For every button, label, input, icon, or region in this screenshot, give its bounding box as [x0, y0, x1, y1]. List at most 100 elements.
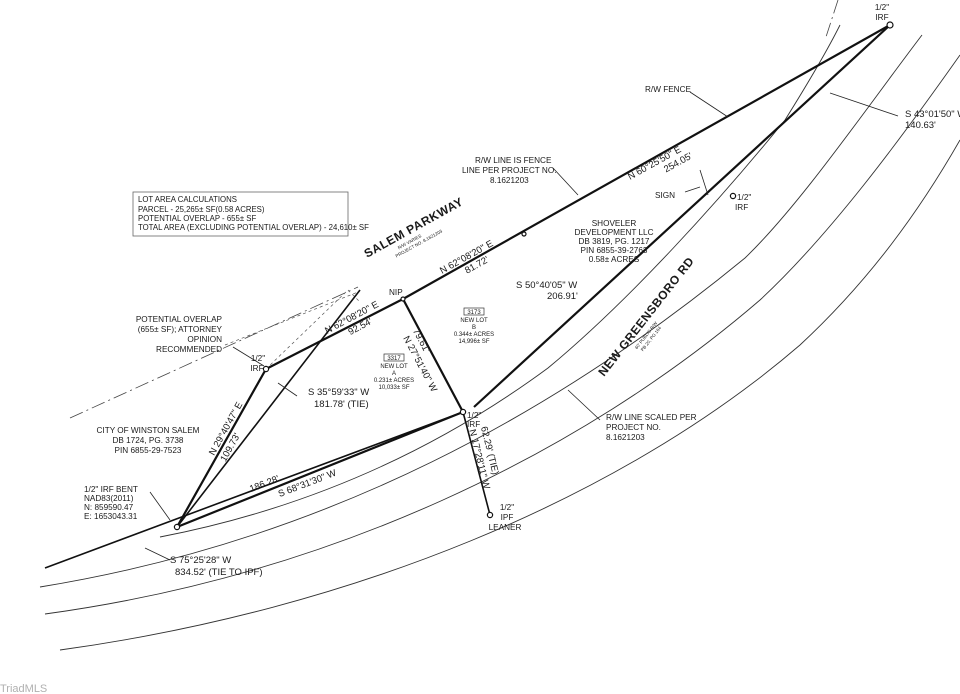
svg-text:1/2": 1/2": [500, 503, 514, 512]
bearing-se-long: S 50°40'05" W 206.91': [516, 280, 578, 302]
svg-text:PIN 6855-29-7523: PIN 6855-29-7523: [115, 446, 182, 455]
ipf-marker: [486, 511, 494, 519]
svg-text:DEVELOPMENT LLC: DEVELOPMENT LLC: [574, 228, 653, 237]
svg-text:B: B: [472, 325, 476, 331]
svg-text:PROJECT NO.: PROJECT NO.: [606, 423, 661, 432]
lot-a-tag: 3317 NEW LOT A 0.231± ACRES 10,033± SF: [374, 353, 414, 391]
new-greensboro-label: NEW GREENSBORO RD 60' PUBLIC R/W PB 20, …: [595, 254, 697, 379]
svg-text:1/2" IRF BENT: 1/2" IRF BENT: [84, 485, 138, 494]
svg-text:206.91': 206.91': [547, 291, 578, 302]
svg-text:8.1621203: 8.1621203: [490, 176, 529, 185]
fence-point-marker: [521, 231, 527, 237]
svg-text:IRF: IRF: [250, 364, 263, 373]
svg-text:0.344± ACRES: 0.344± ACRES: [454, 332, 494, 338]
svg-text:POTENTIAL OVERLAP: POTENTIAL OVERLAP: [136, 315, 223, 324]
ipf-label: 1/2" IPF LEANER: [489, 503, 522, 532]
svg-text:S 75°25'28" W: S 75°25'28" W: [170, 555, 231, 566]
irf-left-marker: [262, 365, 270, 373]
svg-text:(655± SF); ATTORNEY: (655± SF); ATTORNEY: [138, 325, 223, 334]
bearing-ne-mid: N 62°08'20" E 81.72': [438, 238, 495, 276]
bearing-ne-left: N 62°08'20" E 92.54': [323, 299, 380, 338]
leader-lines: [144, 91, 899, 561]
svg-text:LINE PER PROJECT NO.: LINE PER PROJECT NO.: [462, 166, 556, 175]
bearing-tie-left: S 35°59'33" W 181.78' (TIE): [308, 387, 369, 410]
svg-text:3173: 3173: [467, 310, 481, 316]
nip-label: NIP: [389, 288, 403, 297]
irf-top-label: 1/2" IRF: [875, 3, 889, 22]
bearing-tie-ipf: 62.29' (TIE) N 17°28'11" W: [466, 425, 500, 490]
svg-text:CITY OF WINSTON SALEM: CITY OF WINSTON SALEM: [97, 426, 200, 435]
svg-text:A: A: [392, 371, 396, 377]
salem-parkway-name: SALEM PARKWAY: [362, 194, 466, 260]
svg-text:1/2": 1/2": [251, 354, 265, 363]
lot-calc-total: TOTAL AREA (EXCLUDING POTENTIAL OVERLAP)…: [138, 223, 369, 232]
svg-text:0.58± ACRES: 0.58± ACRES: [589, 255, 640, 264]
svg-text:0.231± ACRES: 0.231± ACRES: [374, 378, 414, 384]
svg-text:1/2": 1/2": [737, 193, 751, 202]
bearing-tie-bottom: S 75°25'28" W 834.52' (TIE TO IPF): [170, 555, 263, 578]
irf-top-marker: [886, 21, 894, 29]
svg-text:RECOMMENDED: RECOMMENDED: [156, 345, 222, 354]
bearing-nw-left: N 29°40'47" E 109.73': [207, 400, 245, 463]
svg-text:IRF: IRF: [467, 420, 480, 429]
svg-text:14,996± SF: 14,996± SF: [459, 339, 490, 345]
rw-fence-note: R/W FENCE: [645, 85, 691, 94]
svg-text:3317: 3317: [387, 356, 401, 362]
irf-bent-label: 1/2" IRF BENT NAD83(2011) N: 859590.47 E…: [84, 485, 138, 521]
svg-text:LEANER: LEANER: [489, 523, 522, 532]
dash-dot-lines: [69, 0, 839, 419]
irf-left-label: 1/2" IRF: [250, 354, 265, 373]
svg-text:IRF: IRF: [735, 203, 748, 212]
shoveler-owner-block: SHOVELER DEVELOPMENT LLC DB 3819, PG. 12…: [574, 219, 653, 264]
svg-text:140.63': 140.63': [905, 120, 936, 131]
rw-line-fence-note: R/W LINE IS FENCE LINE PER PROJECT NO. 8…: [462, 156, 556, 185]
irf-mid-marker: [459, 408, 467, 416]
lot-calc-title: LOT AREA CALCULATIONS: [138, 195, 237, 204]
parcel-boundary: [176, 24, 891, 529]
svg-text:1/2": 1/2": [875, 3, 889, 12]
potential-overlap-note: POTENTIAL OVERLAP (655± SF); ATTORNEY OP…: [136, 315, 223, 354]
svg-text:DB 1724, PG. 3738: DB 1724, PG. 3738: [112, 436, 183, 445]
irf-mid-label: 1/2" IRF: [467, 411, 481, 429]
svg-text:NAD83(2011): NAD83(2011): [84, 494, 134, 503]
rw-scaled-note: R/W LINE SCALED PER PROJECT NO. 8.162120…: [606, 413, 697, 442]
watermark: TriadMLS: [0, 683, 47, 694]
svg-text:S 50°40'05" W: S 50°40'05" W: [516, 280, 577, 291]
svg-text:1/2": 1/2": [467, 411, 481, 420]
svg-text:DB 3819, PG. 1217: DB 3819, PG. 1217: [578, 237, 649, 246]
bearing-tie-top: S 43°01'50" W 140.63': [905, 109, 960, 131]
new-greensboro-name: NEW GREENSBORO RD: [595, 254, 697, 379]
svg-text:834.52' (TIE TO IPF): 834.52' (TIE TO IPF): [175, 567, 263, 578]
irf-bent-marker: [173, 523, 181, 531]
svg-text:NEW LOT: NEW LOT: [460, 318, 488, 324]
svg-text:SHOVELER: SHOVELER: [592, 219, 637, 228]
road-edge-lines: [39, 24, 960, 651]
svg-text:R/W LINE SCALED PER: R/W LINE SCALED PER: [606, 413, 697, 422]
svg-text:IPF: IPF: [501, 513, 514, 522]
svg-text:NEW LOT: NEW LOT: [380, 364, 408, 370]
sign-note: SIGN: [655, 191, 675, 200]
city-owner-block: CITY OF WINSTON SALEM DB 1724, PG. 3738 …: [97, 426, 200, 455]
svg-text:IRF: IRF: [875, 13, 888, 22]
svg-text:N: 859590.47: N: 859590.47: [84, 503, 134, 512]
survey-monuments: [173, 21, 894, 531]
svg-text:181.78' (TIE): 181.78' (TIE): [314, 399, 369, 410]
lot-b-tag: 3173 NEW LOT B 0.344± ACRES 14,996± SF: [454, 307, 494, 345]
svg-text:E: 1653043.31: E: 1653043.31: [84, 512, 138, 521]
lot-calc-overlap: POTENTIAL OVERLAP - 655± SF: [138, 214, 256, 223]
overlap-hatch-lines: [224, 289, 361, 370]
svg-text:10,033± SF: 10,033± SF: [379, 385, 410, 391]
tie-lines: [44, 289, 491, 569]
irf-sign-marker: [729, 192, 737, 200]
bearing-ne-top: N 60°25'50" E 254.05': [626, 144, 694, 182]
nip-marker: [400, 296, 406, 302]
lot-area-calculations: LOT AREA CALCULATIONS PARCEL - 25,265± S…: [132, 191, 369, 237]
svg-text:PIN 6855-39-2763: PIN 6855-39-2763: [581, 246, 648, 255]
svg-text:R/W LINE IS FENCE: R/W LINE IS FENCE: [475, 156, 552, 165]
irf-sign-label: 1/2" IRF: [735, 193, 751, 212]
svg-text:8.1621203: 8.1621203: [606, 433, 645, 442]
svg-text:S 43°01'50" W: S 43°01'50" W: [905, 109, 960, 120]
svg-text:OPINION: OPINION: [187, 335, 222, 344]
lot-calc-parcel: PARCEL - 25,265± SF(0.58 ACRES): [138, 205, 265, 214]
